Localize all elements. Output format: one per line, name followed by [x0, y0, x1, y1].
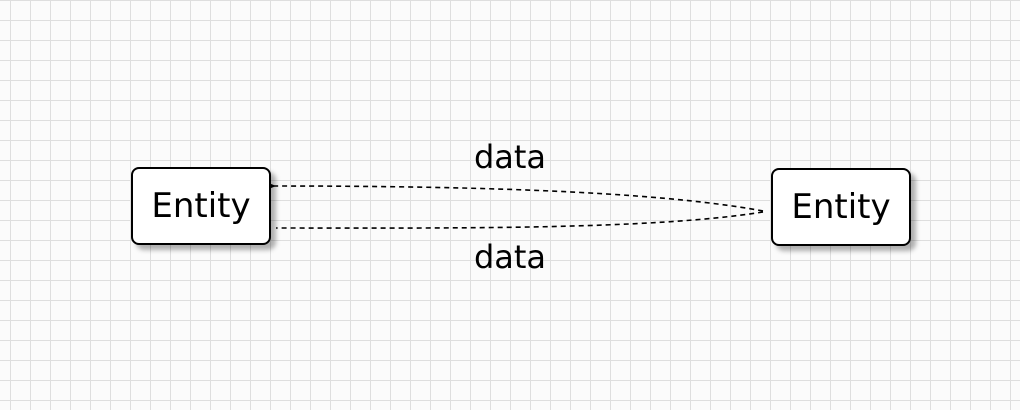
entity-node-right-label: Entity — [791, 187, 891, 227]
edge-top-label: data — [474, 138, 546, 176]
entity-node-right[interactable]: Entity — [771, 168, 911, 246]
edge-bottom-label: data — [474, 238, 546, 276]
entity-node-left[interactable]: Entity — [131, 167, 271, 245]
edge-top-dashed-arrow[interactable] — [263, 180, 764, 212]
entity-node-left-label: Entity — [151, 186, 251, 226]
edge-bottom-dashed[interactable] — [275, 211, 764, 229]
